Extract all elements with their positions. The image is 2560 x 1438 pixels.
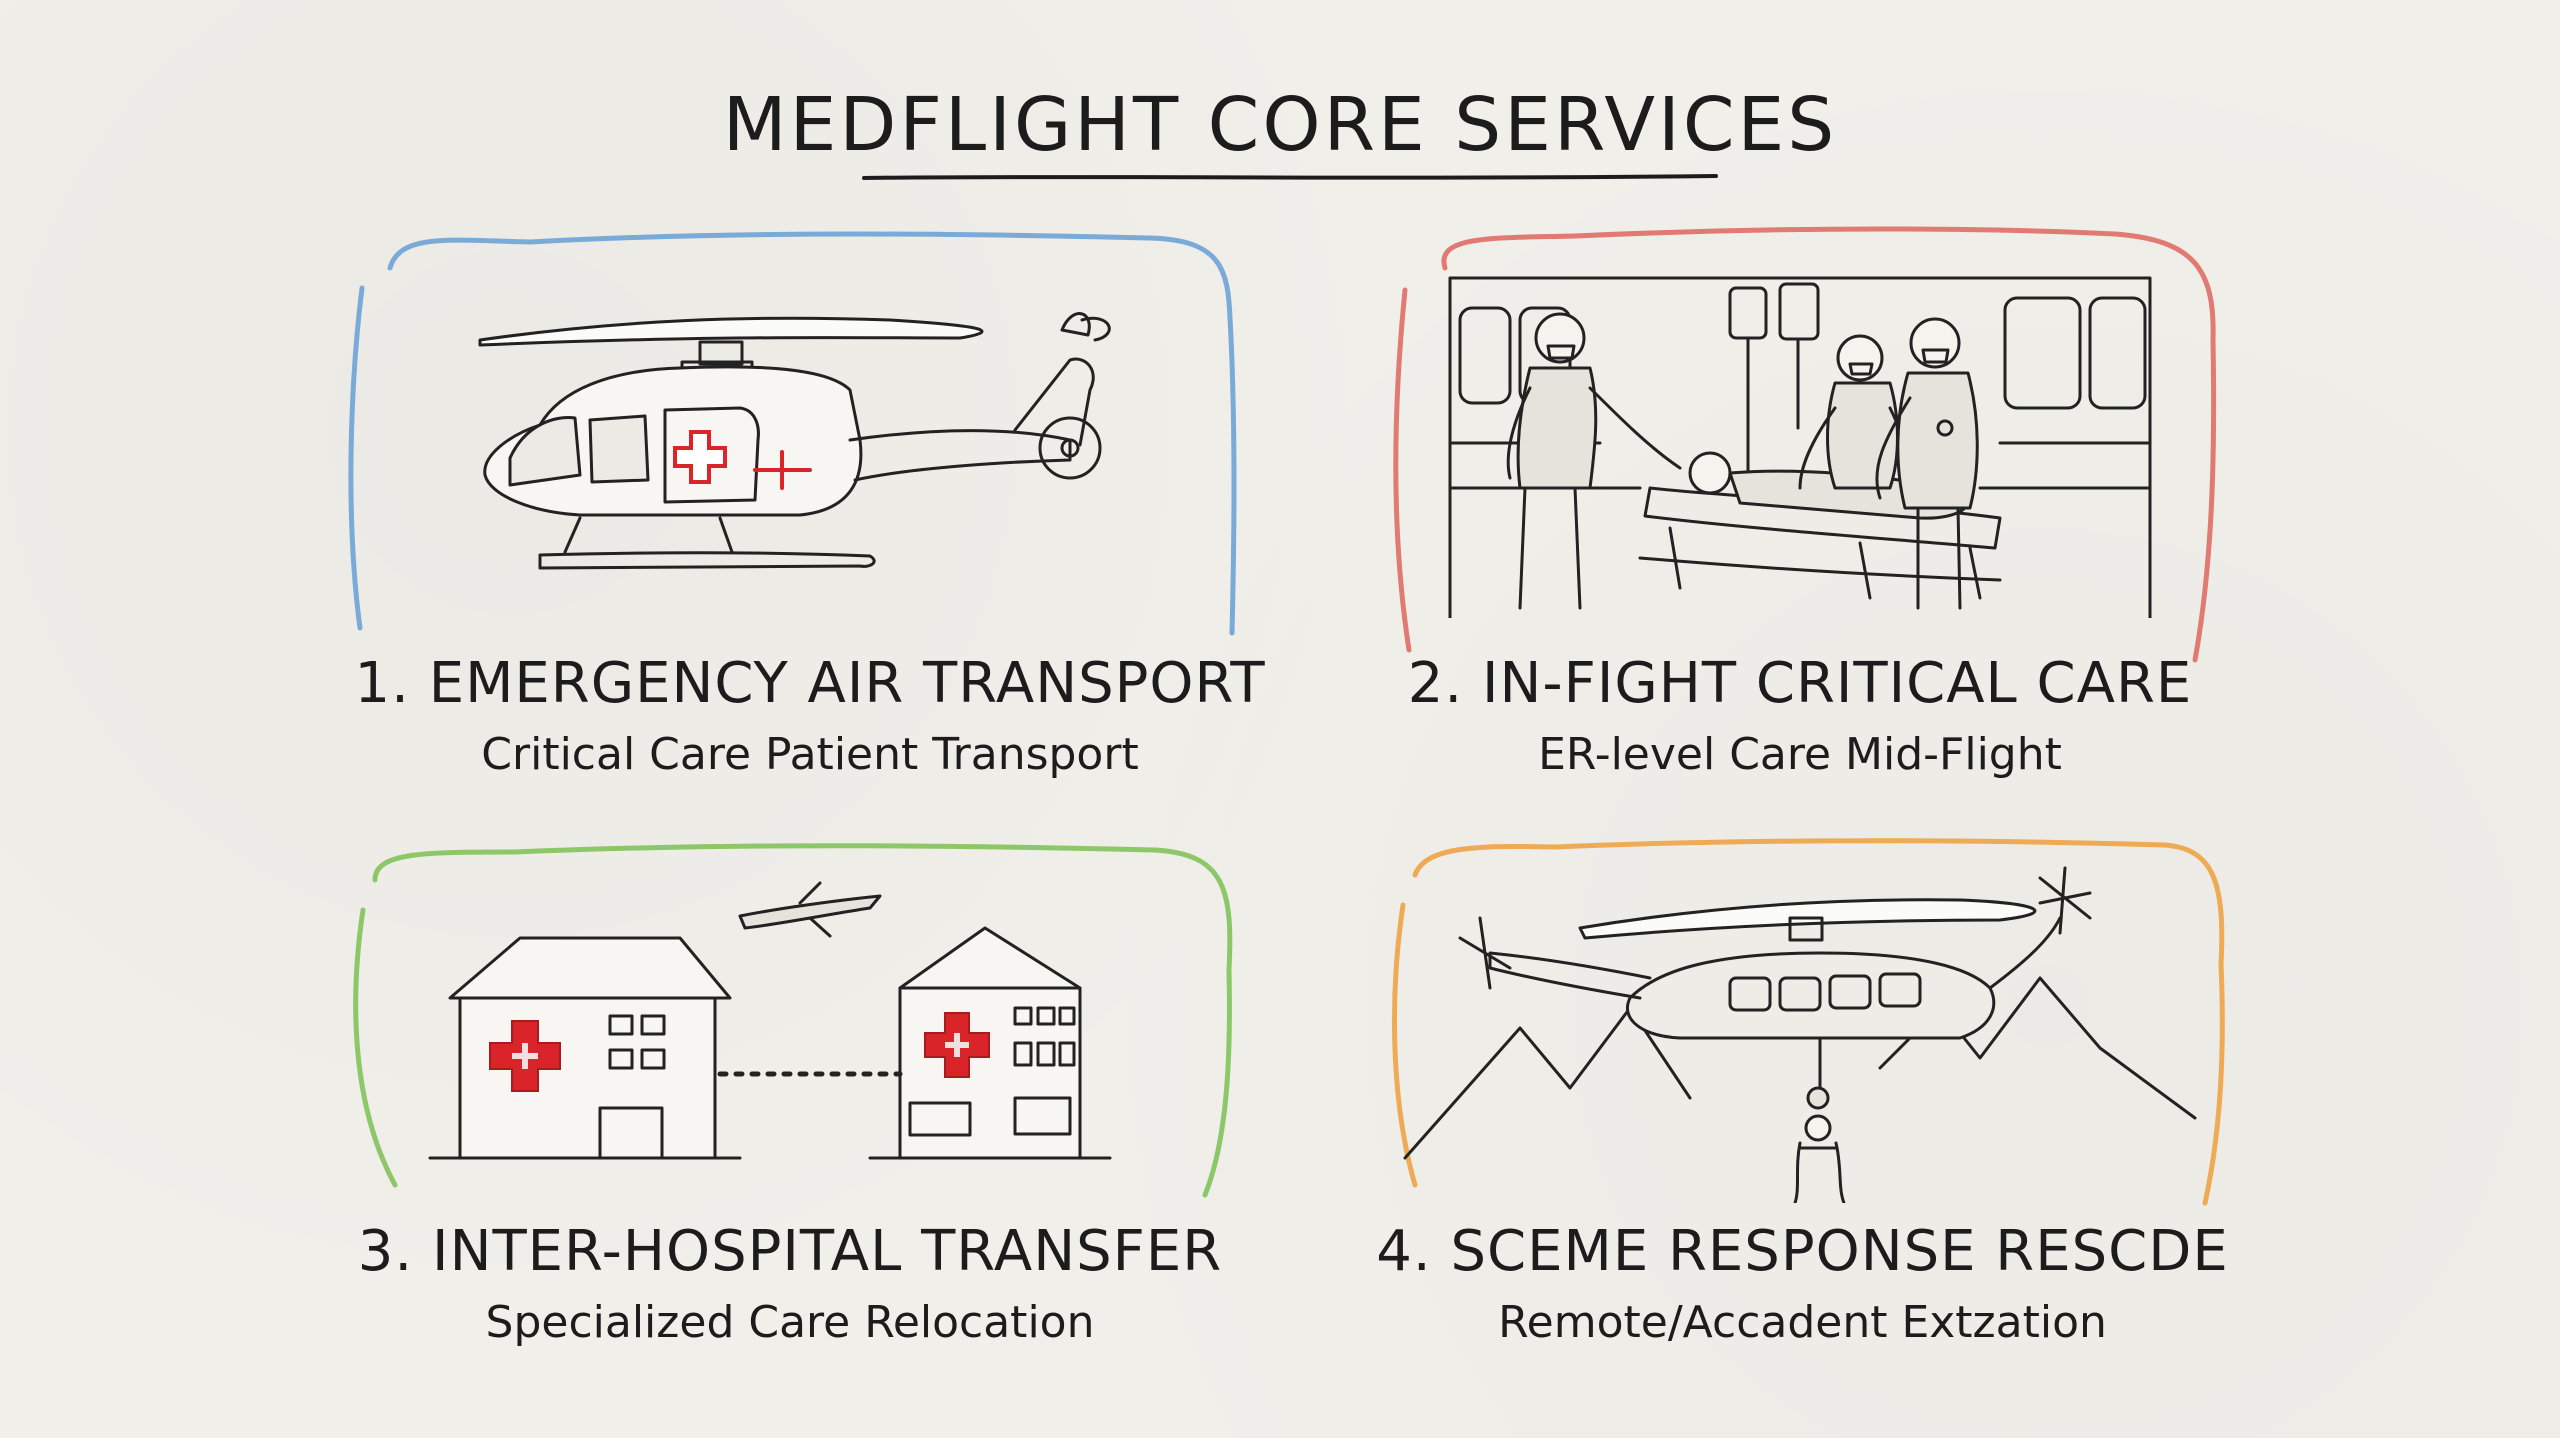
frame-stroke-4 — [1412, 838, 2225, 1206]
service-title-4: 4. SCEME RESPONSE RESCDE — [1375, 1220, 2230, 1284]
card-frame-3 — [353, 843, 1233, 1198]
service-title-text-3: INTER-HOSPITAL TRANSFER — [432, 1219, 1223, 1284]
red-cross-icon — [673, 430, 727, 484]
title-underline — [862, 174, 1718, 180]
service-title-text-4: SCEME RESPONSE RESCDE — [1450, 1219, 2229, 1284]
service-title-1: 1. EMERGENCY AIR TRANSPORT — [330, 652, 1290, 716]
frame-stroke-1 — [387, 231, 1237, 636]
red-cross-icon-right — [924, 1012, 990, 1078]
service-title-3: 3. INTER-HOSPITAL TRANSFER — [335, 1220, 1245, 1284]
service-number-2: 2. — [1407, 651, 1464, 716]
card-frame-4 — [1392, 838, 2225, 1206]
service-label-2: 2. IN-FIGHT CRITICAL CARE ER-level Care … — [1375, 652, 2225, 782]
service-label-3: 3. INTER-HOSPITAL TRANSFER Specialized C… — [335, 1220, 1245, 1350]
card-frame-2 — [1393, 226, 2217, 663]
service-number-3: 3. — [357, 1219, 414, 1284]
service-number-4: 4. — [1376, 1219, 1432, 1284]
inter-hospital-illustration — [428, 881, 1112, 1160]
service-title-text-2: IN-FIGHT CRITICAL CARE — [1482, 651, 2193, 716]
red-cross-small-icon — [753, 450, 812, 490]
service-subtitle-4: Remote/Accadent Extzation — [1498, 1297, 2107, 1348]
service-label-1: 1. EMERGENCY AIR TRANSPORT Critical Care… — [330, 652, 1290, 782]
frame-stroke-3 — [372, 843, 1233, 1198]
page-title: MEDFLIGHT CORE SERVICES — [722, 82, 1838, 168]
in-flight-care-illustration — [1448, 276, 2152, 618]
frame-stroke-2 — [1441, 226, 2217, 663]
service-subtitle-2: ER-level Care Mid-Flight — [1538, 729, 2062, 780]
red-cross-icon-left — [489, 1020, 561, 1092]
card-frame-1 — [348, 231, 1237, 636]
service-subtitle-1: Critical Care Patient Transport — [481, 729, 1139, 780]
service-label-4: 4. SCEME RESPONSE RESCDE Remote/Accadent… — [1375, 1220, 2230, 1350]
helicopter-illustration — [478, 312, 1111, 570]
service-title-text-1: EMERGENCY AIR TRANSPORT — [428, 651, 1266, 716]
stethoscope-icon — [1936, 419, 1954, 437]
service-title-2: 2. IN-FIGHT CRITICAL CARE — [1375, 652, 2225, 716]
service-subtitle-3: Specialized Care Relocation — [485, 1297, 1095, 1348]
scene-rescue-illustration — [1403, 866, 2197, 1203]
service-number-1: 1. — [354, 651, 410, 716]
